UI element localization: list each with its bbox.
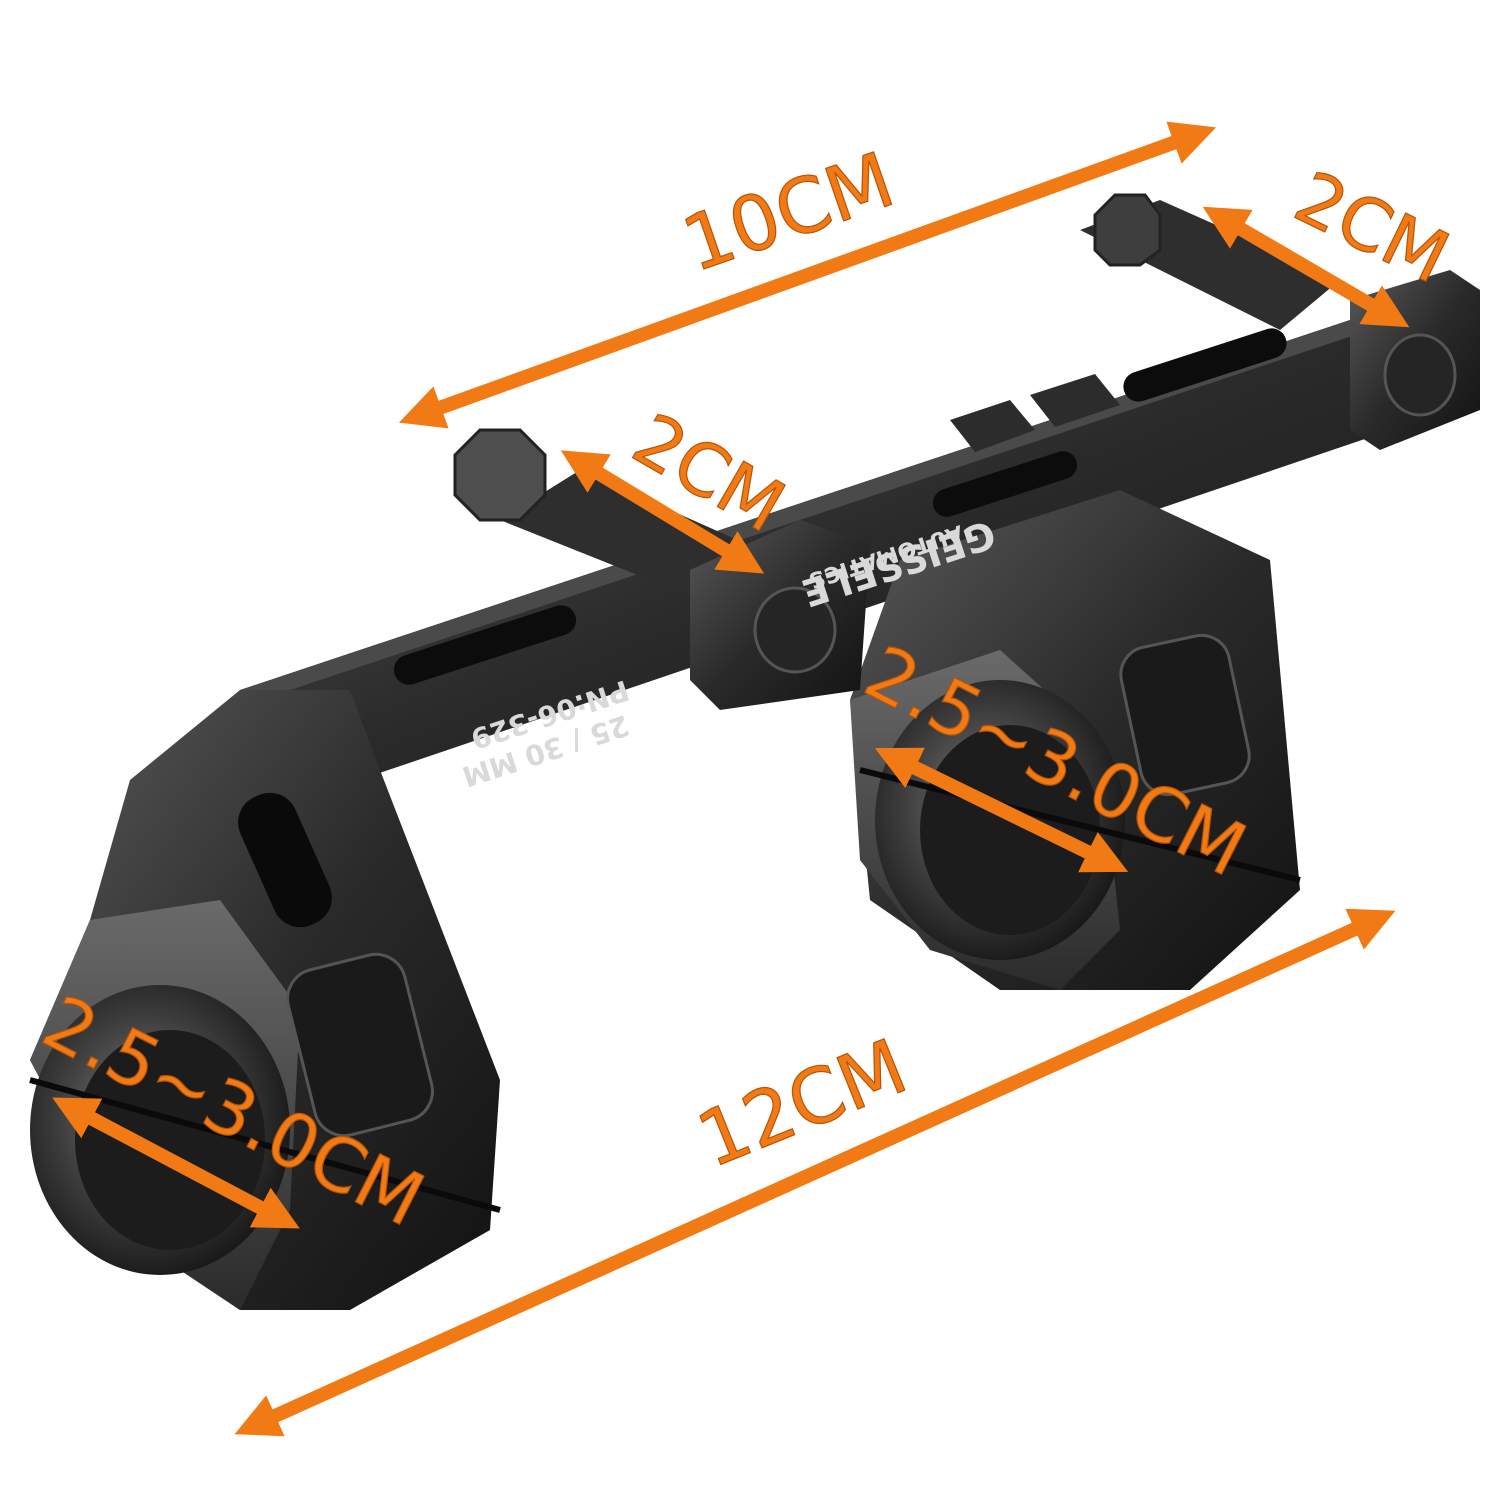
dimension-arrow-front-clamp: [560, 450, 765, 574]
dimension-arrow-left-ring: [52, 1097, 300, 1229]
label-top-length: 10CM: [672, 135, 905, 289]
rear-clamp-bolt-head: [1383, 333, 1457, 417]
rail-slot: [932, 451, 1078, 517]
front-clamp-nut: [453, 428, 547, 522]
dimension-annotations: [52, 121, 1410, 1437]
dimension-arrow-rear-clamp: [1202, 206, 1410, 328]
front-clamp-bolt-head: [753, 586, 837, 674]
rail-slot: [393, 605, 577, 685]
rear-clamp-nut: [1093, 193, 1162, 267]
label-bottom-length: 12CM: [685, 1021, 918, 1184]
dimension-arrow-bottom-length: [234, 908, 1396, 1437]
dimension-arrow-top-length: [398, 121, 1217, 429]
right-ring-pocket: [1119, 633, 1251, 797]
left-ring-slot: [238, 792, 332, 928]
dimension-arrow-right-ring: [874, 747, 1129, 873]
